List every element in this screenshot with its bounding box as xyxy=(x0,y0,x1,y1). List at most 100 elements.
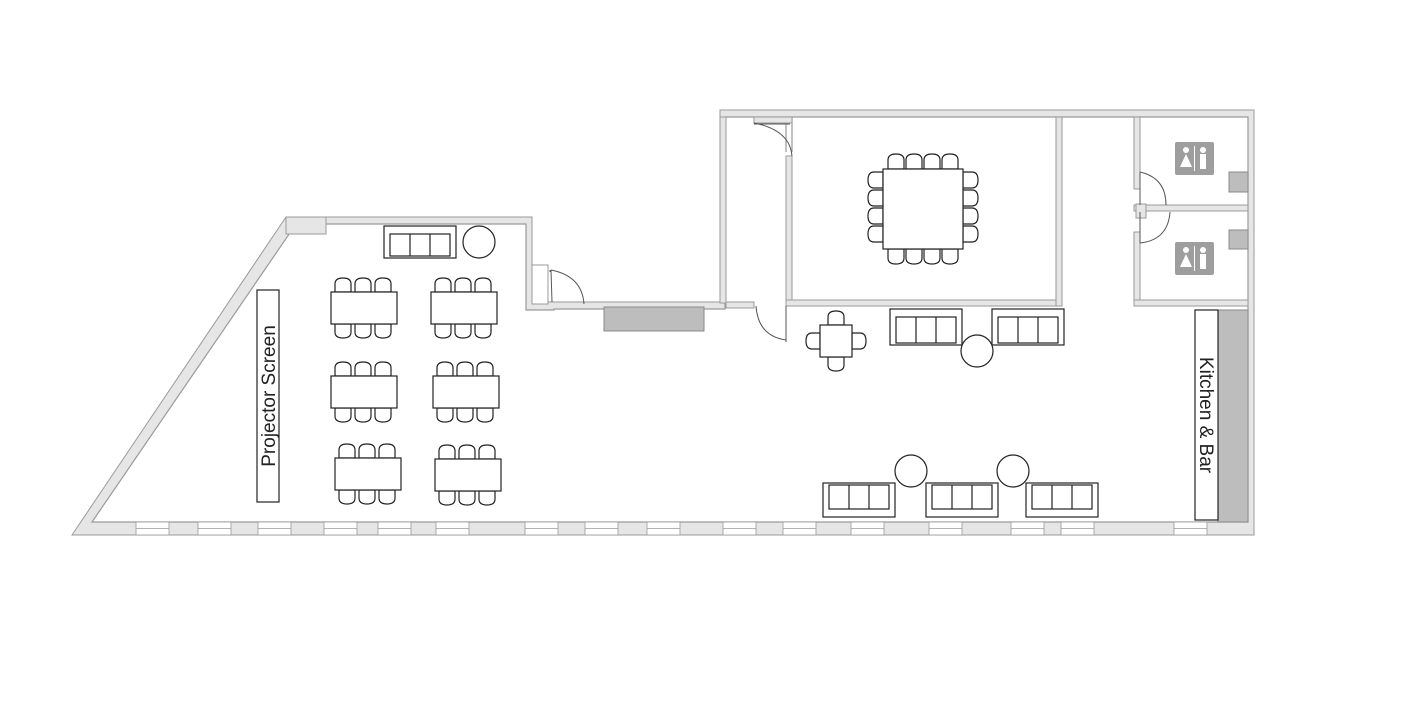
chair[interactable] xyxy=(354,361,372,377)
chair[interactable] xyxy=(887,153,905,170)
door-restroom-1[interactable] xyxy=(1139,171,1167,206)
chair[interactable] xyxy=(374,407,392,423)
chair[interactable] xyxy=(867,207,884,225)
table-top[interactable] xyxy=(430,291,498,325)
chair[interactable] xyxy=(867,171,884,189)
conference-table[interactable] xyxy=(867,153,979,265)
chair[interactable] xyxy=(827,356,845,372)
chair[interactable] xyxy=(962,189,979,207)
corner-column xyxy=(285,216,327,235)
chair[interactable] xyxy=(374,361,392,377)
chair[interactable] xyxy=(867,189,884,207)
table-top[interactable] xyxy=(819,324,853,358)
dining-table-6[interactable] xyxy=(330,361,398,423)
dining-table-6[interactable] xyxy=(430,277,498,339)
chair[interactable] xyxy=(478,444,496,460)
sofa-seat xyxy=(997,316,1059,344)
chair[interactable] xyxy=(458,444,476,460)
sofa[interactable] xyxy=(889,308,963,346)
sofa-seat xyxy=(389,233,451,257)
chair[interactable] xyxy=(962,207,979,225)
chair[interactable] xyxy=(436,407,454,423)
table-top[interactable] xyxy=(432,375,500,409)
chair[interactable] xyxy=(338,489,356,505)
restroom-fixture-1 xyxy=(1228,171,1249,193)
dining-table-6[interactable] xyxy=(432,361,500,423)
sofa[interactable] xyxy=(383,225,457,259)
sofa[interactable] xyxy=(1025,482,1099,518)
restroom-icon xyxy=(1175,142,1214,175)
chair[interactable] xyxy=(374,323,392,339)
sofa[interactable] xyxy=(991,308,1065,346)
round-side-table[interactable] xyxy=(996,454,1030,488)
chair[interactable] xyxy=(438,490,456,506)
chair[interactable] xyxy=(436,361,454,377)
chair[interactable] xyxy=(827,310,845,326)
door-hall[interactable] xyxy=(549,269,585,305)
round-side-table[interactable] xyxy=(894,454,928,488)
table-top[interactable] xyxy=(330,291,398,325)
chair[interactable] xyxy=(378,489,396,505)
kitchen-bar: Kitchen & Bar xyxy=(1194,309,1219,521)
table-top[interactable] xyxy=(334,457,402,491)
chair[interactable] xyxy=(905,153,923,170)
sofa[interactable] xyxy=(822,482,896,518)
door-corridor[interactable] xyxy=(755,305,787,342)
chair[interactable] xyxy=(476,407,494,423)
chair[interactable] xyxy=(962,171,979,189)
round-side-table[interactable] xyxy=(462,225,496,259)
chair[interactable] xyxy=(941,248,959,265)
chair[interactable] xyxy=(334,407,352,423)
round-side-table[interactable] xyxy=(960,334,994,368)
chair[interactable] xyxy=(354,323,372,339)
chair[interactable] xyxy=(334,361,352,377)
chair[interactable] xyxy=(434,277,452,293)
dining-table-6[interactable] xyxy=(334,443,402,505)
chair[interactable] xyxy=(454,323,472,339)
chair[interactable] xyxy=(923,248,941,265)
chair[interactable] xyxy=(962,225,979,243)
chair[interactable] xyxy=(456,407,474,423)
chair[interactable] xyxy=(867,225,884,243)
chair[interactable] xyxy=(358,489,376,505)
sofa-seat xyxy=(931,484,993,510)
chair[interactable] xyxy=(474,277,492,293)
sofa[interactable] xyxy=(925,482,999,518)
side-counter xyxy=(603,306,705,332)
chair[interactable] xyxy=(374,277,392,293)
chair[interactable] xyxy=(334,323,352,339)
chair[interactable] xyxy=(378,443,396,459)
cafe-table[interactable] xyxy=(805,310,867,372)
chair[interactable] xyxy=(338,443,356,459)
dining-table-6[interactable] xyxy=(434,444,502,506)
table-top[interactable] xyxy=(882,168,964,250)
chair[interactable] xyxy=(458,490,476,506)
furniture xyxy=(330,153,1099,518)
chair[interactable] xyxy=(478,490,496,506)
chair[interactable] xyxy=(805,332,821,350)
table-top[interactable] xyxy=(330,375,398,409)
chair[interactable] xyxy=(354,277,372,293)
chair[interactable] xyxy=(334,277,352,293)
chair[interactable] xyxy=(905,248,923,265)
chair[interactable] xyxy=(923,153,941,170)
door-conference[interactable] xyxy=(753,122,793,157)
chair[interactable] xyxy=(438,444,456,460)
projector-screen-label: Projector Screen xyxy=(259,325,280,467)
chair[interactable] xyxy=(941,153,959,170)
dining-table-6[interactable] xyxy=(330,277,398,339)
chair[interactable] xyxy=(474,323,492,339)
chair[interactable] xyxy=(358,443,376,459)
windows xyxy=(135,521,1208,536)
door-restroom-2[interactable] xyxy=(1139,211,1171,244)
table-top[interactable] xyxy=(434,458,502,492)
chair[interactable] xyxy=(454,277,472,293)
chair[interactable] xyxy=(434,323,452,339)
chair[interactable] xyxy=(456,361,474,377)
kitchen-bar-label: Kitchen & Bar xyxy=(1195,357,1216,474)
chair[interactable] xyxy=(887,248,905,265)
chair[interactable] xyxy=(354,407,372,423)
sofa-seat xyxy=(828,484,890,510)
chair[interactable] xyxy=(476,361,494,377)
chair[interactable] xyxy=(851,332,867,350)
